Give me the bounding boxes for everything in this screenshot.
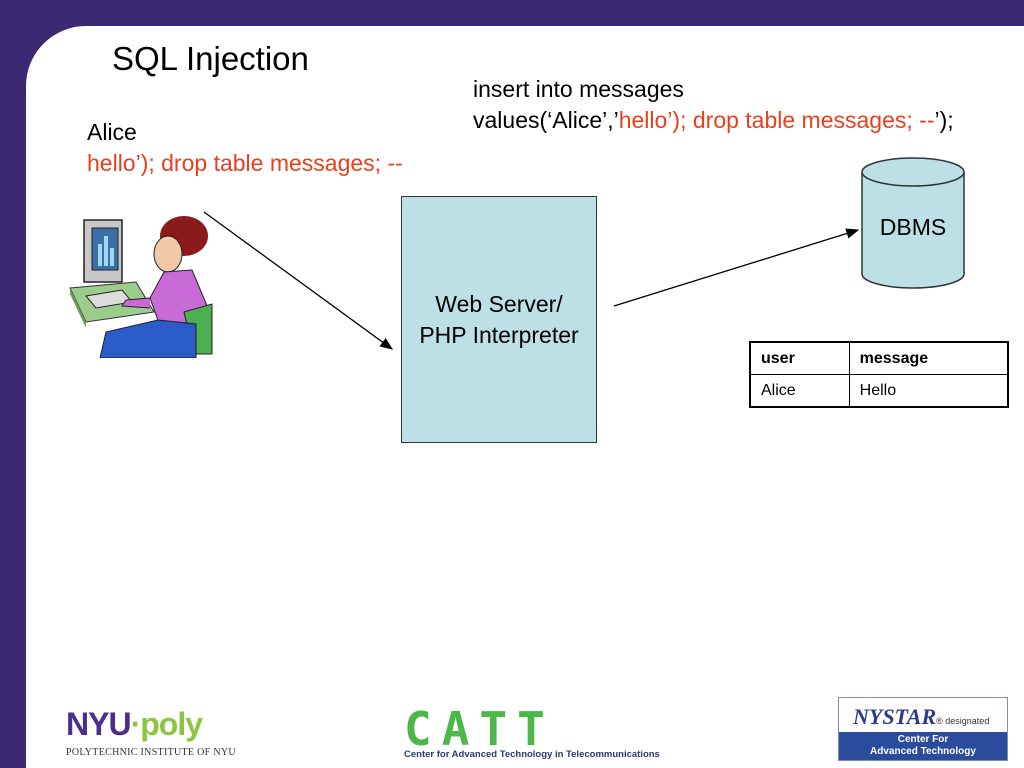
web-server-box: Web Server/ PHP Interpreter <box>401 196 597 443</box>
nystar-wordmark: NYSTAR® designated <box>853 704 990 729</box>
user-name: Alice <box>87 119 137 145</box>
cell-message: Hello <box>848 374 1009 408</box>
header-user: user <box>749 341 850 375</box>
header-message: message <box>848 341 1009 375</box>
user-malicious-input: hello’); drop table messages; -- <box>87 150 403 176</box>
server-label-line1: Web Server/ <box>435 290 563 317</box>
nyu-poly-logo: NYU·poly <box>66 706 203 742</box>
nystar-line1: Center For <box>897 734 949 745</box>
dbms-label: DBMS <box>879 214 947 240</box>
sql-query: insert into messages values(‘Alice’,’hel… <box>473 74 954 136</box>
slide-title: SQL Injection <box>112 40 309 77</box>
catt-logo: CATT <box>404 702 555 756</box>
server-label-line2: PHP Interpreter <box>419 321 579 348</box>
user-input-block: Alice hello’); drop table messages; -- <box>87 117 403 179</box>
user-at-computer-icon <box>69 216 213 358</box>
nystar-line2: Advanced Technology <box>870 746 976 757</box>
sql-suffix: ’); <box>934 107 954 133</box>
nystar-banner: Center For Advanced Technology <box>839 732 1007 760</box>
sql-prefix: values(‘Alice’,’ <box>473 107 619 133</box>
nystar-logo: NYSTAR® designated Center For Advanced T… <box>838 697 1008 761</box>
sql-query-line2: values(‘Alice’,’hello’); drop table mess… <box>473 105 954 136</box>
sql-query-line1: insert into messages <box>473 76 684 102</box>
nyu-logo-text: NYU <box>66 706 132 742</box>
nyu-poly-subtitle: POLYTECHNIC INSTITUTE OF NYU <box>66 747 236 758</box>
sql-injected-part: hello’); drop table messages; -- <box>618 107 935 133</box>
cell-user: Alice <box>749 374 850 408</box>
nystar-name: NYSTAR <box>853 704 937 729</box>
messages-table: user message Alice Hello <box>749 341 1009 408</box>
table-row: Alice Hello <box>749 374 1009 408</box>
nystar-designated: designated <box>945 716 990 726</box>
database-cylinder-icon <box>861 157 965 289</box>
table-header-row: user message <box>749 341 1009 375</box>
poly-logo-text: poly <box>140 706 203 742</box>
catt-subtitle: Center for Advanced Technology in Teleco… <box>404 749 660 760</box>
